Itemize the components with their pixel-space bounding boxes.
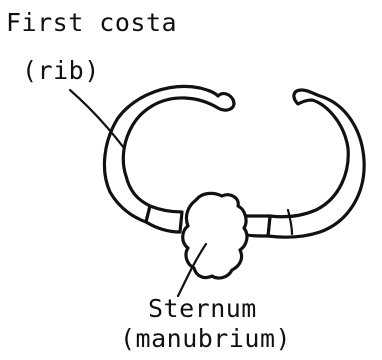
sternum-label-line2: (manubrium): [120, 326, 291, 351]
right-first-rib: [268, 90, 364, 237]
sternum-label-line1: Sternum: [148, 296, 257, 321]
rib-label-line2: (rib): [22, 58, 100, 83]
rib-label-line1: First costa: [6, 10, 177, 35]
left-costal-cartilage: [146, 206, 182, 232]
